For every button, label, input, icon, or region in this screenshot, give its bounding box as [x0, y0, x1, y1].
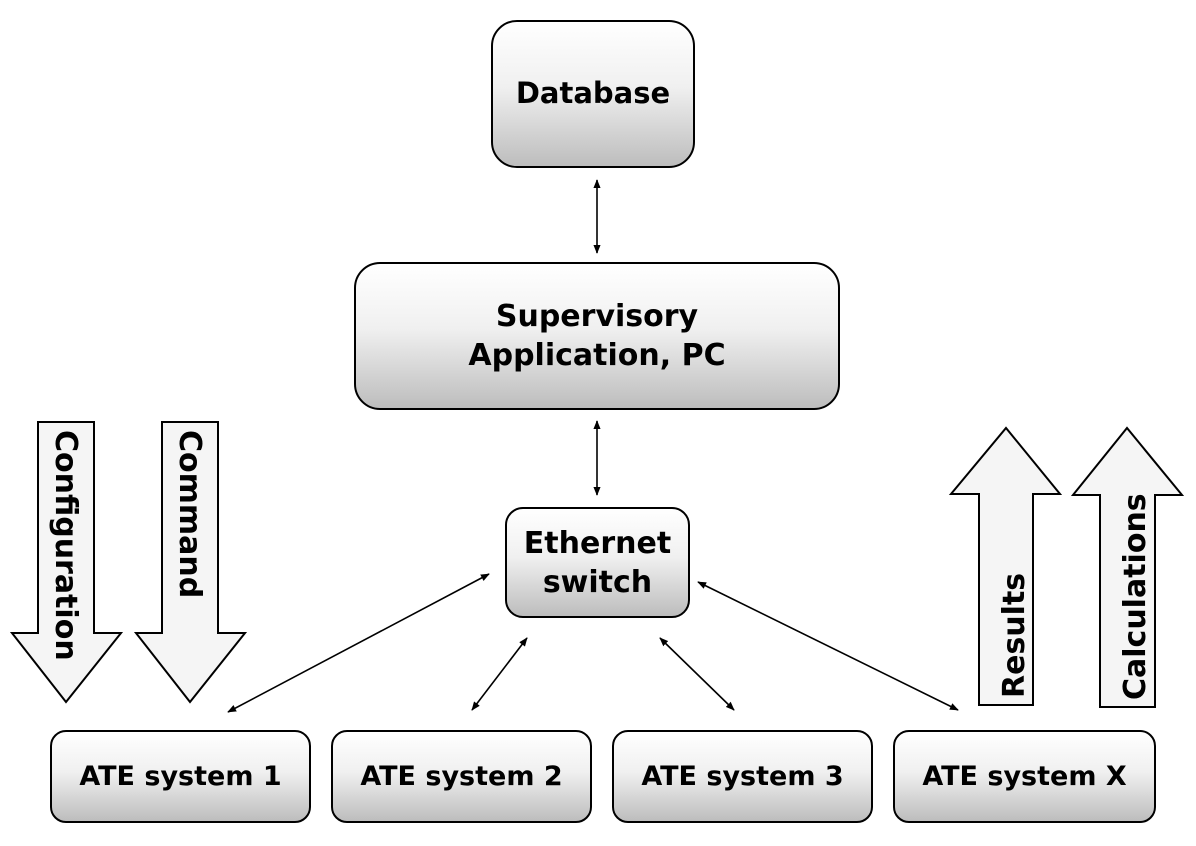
ate-system-x-label: ATE system X: [922, 760, 1127, 792]
ate-system-x-node: ATE system X: [893, 730, 1156, 823]
supervisory-application-node: Supervisory Application, PC: [354, 262, 840, 410]
calculations-up-arrow: Calculations: [1070, 426, 1185, 708]
results-up-arrow: Results: [948, 426, 1063, 706]
database-node: Database: [491, 20, 695, 168]
supervisory-label-line2: Application, PC: [468, 338, 726, 373]
ethernet-ate3-link: [659, 637, 735, 711]
configuration-label: Configuration: [48, 430, 83, 661]
supervisory-label-line1: Supervisory: [495, 299, 699, 334]
ate-system-3-node: ATE system 3: [612, 730, 873, 823]
ethernet-label-line2: switch: [542, 564, 653, 600]
ethernet-switch-node: Ethernet switch: [505, 507, 690, 618]
results-label: Results: [997, 573, 1032, 698]
ethernet-ate1-link: [227, 573, 490, 713]
database-label: Database: [515, 76, 671, 111]
ethernet-ate2-link: [471, 637, 528, 711]
ethernet-atex-link: [697, 581, 959, 711]
ethernet-label-line1: Ethernet: [523, 525, 672, 561]
command-label: Command: [172, 430, 207, 598]
ate-system-1-label: ATE system 1: [79, 760, 282, 792]
configuration-down-arrow: Configuration: [9, 421, 124, 704]
ate-system-2-node: ATE system 2: [331, 730, 592, 823]
ate-system-3-label: ATE system 3: [641, 760, 844, 792]
calculations-label: Calculations: [1118, 493, 1153, 700]
command-down-arrow: Command: [133, 421, 248, 704]
ate-system-2-label: ATE system 2: [360, 760, 563, 792]
ate-system-1-node: ATE system 1: [50, 730, 311, 823]
